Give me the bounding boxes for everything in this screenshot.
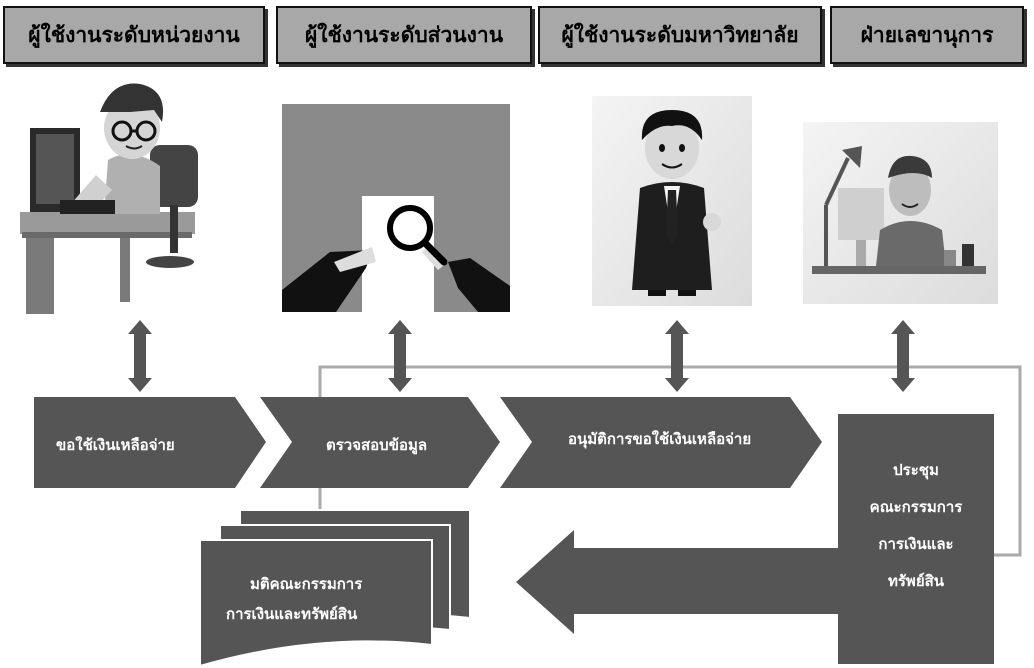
- meeting-label-line4: ทรัพย์สิน: [887, 572, 945, 590]
- office-worker-computer-icon: [20, 83, 198, 314]
- step-request-label: ขอใช้เงินเหลือจ่าย: [56, 436, 175, 454]
- double-arrow-4: [891, 320, 915, 392]
- step-verify-chevron: [260, 397, 500, 488]
- header-unit-level: ผู้ใช้งานระดับหน่วยงาน: [3, 6, 265, 64]
- meeting-label-line2: คณะกรรมการ: [869, 498, 963, 516]
- step-verify-label: ตรวจสอบข้อมูล: [326, 436, 428, 454]
- step-approve-chevron: [500, 397, 822, 488]
- resolution-label-line2: การเงินและทรัพย์สิน: [226, 605, 358, 623]
- step-approve-label: อนุมัติการขอใช้เงินเหลือจ่าย: [568, 430, 752, 448]
- header-secretariat-text: ฝ่ายเลขานุการ: [860, 22, 994, 47]
- meeting-box: [838, 414, 994, 664]
- meeting-label: ประชุม คณะกรรมการ การเงินและ ทรัพย์สิน: [838, 458, 994, 593]
- resolution-label-line1: มติคณะกรรมการ: [250, 575, 363, 593]
- document-magnifier-icon: [282, 104, 510, 312]
- header-unit-level-text: ผู้ใช้งานระดับหน่วยงาน: [28, 22, 240, 47]
- return-arrow: [516, 530, 838, 634]
- businessman-thumbs-up-icon: [592, 96, 752, 306]
- header-division-level: ผู้ใช้งานระดับส่วนงาน: [276, 6, 532, 64]
- double-arrow-1: [128, 320, 152, 392]
- secretary-desk-icon: [803, 122, 998, 304]
- header-division-level-text: ผู้ใช้งานระดับส่วนงาน: [304, 22, 504, 47]
- meeting-label-line3: การเงินและ: [878, 535, 954, 553]
- double-arrows: [128, 320, 915, 392]
- meeting-label-line1: ประชุม: [893, 461, 939, 479]
- header-university-level-text: ผู้ใช้งานระดับมหาวิทยาลัย: [561, 22, 799, 47]
- double-arrow-2: [388, 320, 412, 392]
- double-arrow-3: [665, 320, 689, 392]
- step-request-chevron: [34, 397, 266, 488]
- header-secretariat: ฝ่ายเลขานุการ: [830, 6, 1024, 64]
- resolution-document-stack: [199, 509, 471, 668]
- header-university-level: ผู้ใช้งานระดับมหาวิทยาลัย: [538, 6, 822, 64]
